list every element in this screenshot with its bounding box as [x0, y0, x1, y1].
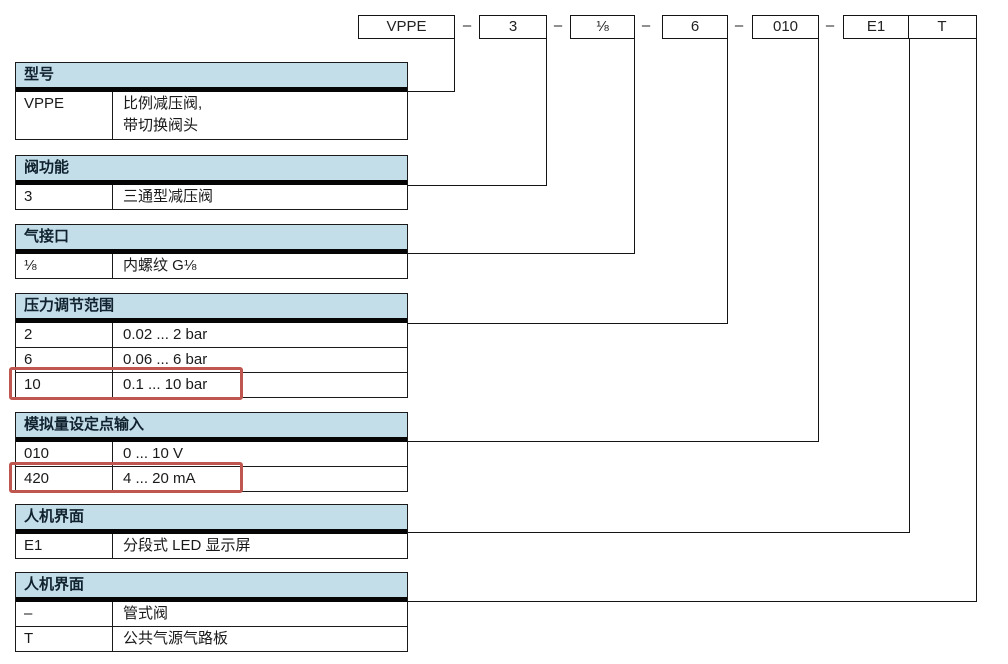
header-underline	[16, 529, 407, 534]
table-row: E1 分段式 LED 显示屏	[16, 534, 407, 558]
description-cell: 管式阀	[123, 605, 169, 622]
table-row-highlighted: 10 0.1 ... 10 bar	[16, 372, 407, 397]
description-cell: 三通型减压阀	[123, 188, 214, 205]
header-underline	[16, 318, 407, 323]
table-header: 模拟量设定点输入	[16, 413, 407, 437]
header-underline	[16, 437, 407, 442]
code-cell: E1	[16, 534, 113, 558]
table-row: VPPE 比例减压阀, 带切换阀头	[16, 92, 407, 139]
code-cell: 3	[16, 185, 113, 209]
table-pneumatic-interface: 人机界面 – 管式阀 T 公共气源气路板	[15, 572, 408, 652]
table-header: 人机界面	[16, 573, 407, 597]
code-cell: VPPE	[16, 92, 113, 139]
description-cell: 内螺纹 G⅛	[123, 257, 197, 274]
description-cell: 4 ... 20 mA	[123, 470, 196, 487]
description-cell: 0.1 ... 10 bar	[123, 376, 208, 393]
description-cell: 分段式 LED 显示屏	[123, 537, 251, 554]
connector-line-vppe	[407, 39, 455, 92]
connector-line-port-size	[407, 39, 635, 254]
table-row: 010 0 ... 10 V	[16, 442, 407, 466]
description-cell: 0 ... 10 V	[123, 445, 184, 462]
description-cell: 0.06 ... 6 bar	[123, 351, 208, 368]
code-cell: –	[16, 602, 113, 626]
table-header: 阀功能	[16, 156, 407, 180]
code-cell: T	[16, 627, 113, 651]
table-row: – 管式阀	[16, 602, 407, 626]
header-underline	[16, 249, 407, 254]
code-cell: ⅛	[16, 254, 113, 278]
code-segment-vppe: VPPE	[358, 15, 455, 39]
connector-line-display	[407, 39, 910, 533]
code-cell: 2	[16, 323, 113, 347]
table-valve-function: 阀功能 3 三通型减压阀	[15, 155, 408, 210]
connector-line-setpoint-input	[407, 39, 819, 442]
code-segment-port-size: ⅛	[570, 15, 635, 39]
table-display: 人机界面 E1 分段式 LED 显示屏	[15, 504, 408, 559]
code-cell: 10	[16, 373, 113, 397]
table-header: 型号	[16, 63, 407, 87]
table-pressure-range: 压力调节范围 2 0.02 ... 2 bar 6 0.06 ... 6 bar…	[15, 293, 408, 398]
table-header: 人机界面	[16, 505, 407, 529]
code-separator: –	[734, 17, 744, 34]
table-row: ⅛ 内螺纹 G⅛	[16, 254, 407, 278]
table-row-highlighted: 420 4 ... 20 mA	[16, 466, 407, 491]
description-cell: 公共气源气路板	[123, 630, 229, 647]
code-separator: –	[825, 17, 835, 34]
table-row: T 公共气源气路板	[16, 626, 407, 651]
table-header: 气接口	[16, 225, 407, 249]
table-setpoint-input: 模拟量设定点输入 010 0 ... 10 V 420 4 ... 20 mA	[15, 412, 408, 492]
connector-line-valve-function	[407, 39, 547, 186]
table-row: 3 三通型减压阀	[16, 185, 407, 209]
code-segment-display: E1	[843, 15, 909, 39]
code-segment-setpoint-input: 010	[752, 15, 819, 39]
table-row: 2 0.02 ... 2 bar	[16, 323, 407, 347]
description-cell: 0.02 ... 2 bar	[123, 326, 208, 343]
code-cell: 420	[16, 467, 113, 491]
connector-line-pneumatic-interface	[407, 39, 977, 602]
header-underline	[16, 180, 407, 185]
code-segment-pneumatic-interface: T	[908, 15, 977, 39]
table-header: 压力调节范围	[16, 294, 407, 318]
code-segment-pressure-range: 6	[662, 15, 728, 39]
table-model: 型号 VPPE 比例减压阀, 带切换阀头	[15, 62, 408, 140]
header-underline	[16, 597, 407, 602]
code-segment-valve-function: 3	[479, 15, 547, 39]
table-port-size: 气接口 ⅛ 内螺纹 G⅛	[15, 224, 408, 279]
code-cell: 010	[16, 442, 113, 466]
header-underline	[16, 87, 407, 92]
code-separator: –	[462, 17, 472, 34]
code-cell: 6	[16, 348, 113, 372]
description-cell: 比例减压阀, 带切换阀头	[123, 95, 203, 134]
table-row: 6 0.06 ... 6 bar	[16, 347, 407, 372]
code-separator: –	[641, 17, 651, 34]
code-separator: –	[553, 17, 563, 34]
connector-line-pressure-range	[407, 39, 728, 324]
